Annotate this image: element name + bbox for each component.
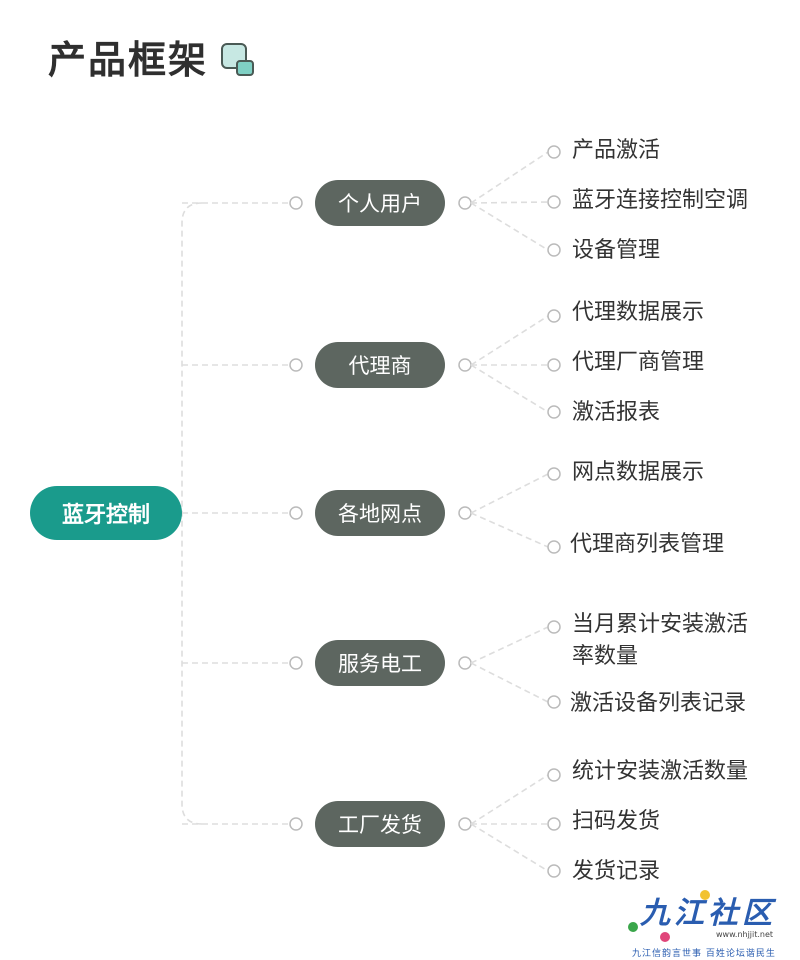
leaf-bluetooth-ac-control: 蓝牙连接控制空调 [572,188,749,213]
leaf-device-management: 设备管理 [572,238,661,263]
branch-dot [289,817,303,831]
leaf-dot [547,405,561,419]
watermark-url: www.nhjjit.net [716,930,774,939]
leaf-line [470,315,549,366]
watermark-flower-icon [700,890,710,900]
leaf-dot [547,620,561,634]
leaf-line [470,364,549,413]
leaf-shipping-record: 发货记录 [572,859,661,884]
leaf-line [470,473,549,514]
category-node-factory-shipping: 工厂发货 [315,801,445,847]
root-node-bluetooth-control: 蓝牙控制 [30,486,182,540]
leaf-line [470,626,549,664]
branch-dot [289,506,303,520]
leaf-dot [547,358,561,372]
leaf-line [470,201,549,204]
branch-dot [458,656,472,670]
watermark-logo-text: 九江社区 [640,896,776,931]
leaf-line [470,512,549,548]
leaf-agent-list-management: 代理商列表管理 [570,532,725,557]
branch-dot [289,358,303,372]
leaf-dot [547,540,561,554]
leaf-agent-data-display: 代理数据展示 [572,300,705,325]
branch-dot [458,817,472,831]
page-title: 产品框架 [48,38,209,82]
leaf-line [470,823,549,872]
branch-dot [289,196,303,210]
branch-dot [458,196,472,210]
leaf-dot [547,768,561,782]
leaf-line [470,202,549,251]
leaf-dot [547,467,561,481]
leaf-line [470,774,549,825]
leaf-dot [547,864,561,878]
leaf-agent-vendor-management: 代理厂商管理 [572,350,705,375]
branch-dot [289,656,303,670]
leaf-dot [547,195,561,209]
leaf-dot [547,309,561,323]
leaf-line [470,151,549,204]
branch-dot [458,506,472,520]
leaf-line [470,662,549,703]
leaf-dot [547,695,561,709]
leaf-monthly-activation-rate: 当月累计安装激活率数量 [572,612,749,669]
category-node-agent: 代理商 [315,342,445,388]
leaf-install-activation-stats: 统计安装激活数量 [572,759,749,784]
title-squares-icon [221,43,254,76]
leaf-activated-device-list: 激活设备列表记录 [570,691,747,716]
category-node-electrician: 服务电工 [315,640,445,686]
category-node-personal-user: 个人用户 [315,180,445,226]
leaf-activation-report: 激活报表 [572,400,661,425]
leaf-dot [547,243,561,257]
leaf-product-activation: 产品激活 [572,138,661,163]
leaf-dot [547,817,561,831]
watermark-flower-icon [660,932,670,942]
watermark-flower-icon [628,922,638,932]
leaf-outlet-data-display: 网点数据展示 [572,460,705,485]
leaf-dot [547,145,561,159]
watermark-slogan: 九江信韵言世事 百姓论坛谐民生 [632,949,776,959]
category-node-outlets: 各地网点 [315,490,445,536]
leaf-scan-ship: 扫码发货 [572,809,661,834]
branch-dot [458,358,472,372]
